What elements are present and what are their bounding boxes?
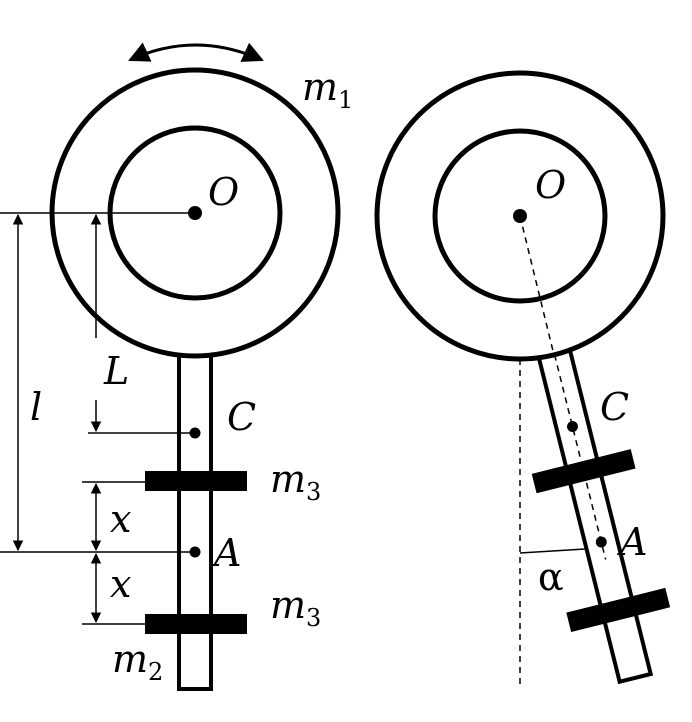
right-pendulum-deflected: O C A α: [374, 70, 671, 686]
rod-axis-dashed-inner: [519, 215, 554, 352]
label-L: L: [103, 349, 129, 393]
label-m3-lower: m3: [270, 583, 321, 632]
point-C-right: [566, 421, 578, 433]
label-O-right: O: [535, 163, 566, 207]
label-alpha: α: [538, 555, 564, 599]
point-A-right: [595, 536, 607, 548]
disk-inner-right: [432, 128, 608, 304]
swing-arrow: [128, 42, 264, 62]
weight-m3-lower-right: [566, 587, 671, 632]
label-x-upper: x: [110, 497, 131, 541]
label-O-left: O: [208, 170, 239, 214]
weight-m3-upper: [145, 471, 247, 491]
weight-m3-upper-right: [531, 449, 636, 494]
weight-m3-lower: [145, 614, 247, 634]
label-l: l: [30, 385, 42, 429]
rod-m2-left: [177, 351, 213, 691]
label-x-lower: x: [110, 562, 131, 606]
angle-alpha-line: [519, 548, 586, 554]
label-m1: m1: [302, 65, 353, 114]
label-C-left: C: [227, 395, 256, 439]
label-C-right: C: [600, 385, 629, 429]
pivot-point-O-right: [513, 209, 527, 223]
label-m2: m2: [112, 637, 163, 686]
label-A-left: A: [211, 531, 241, 575]
left-pendulum: O m1 L l C m3 x A x m3 m2: [0, 42, 353, 691]
label-m3-upper: m3: [270, 457, 321, 506]
label-A-right: A: [617, 520, 647, 564]
